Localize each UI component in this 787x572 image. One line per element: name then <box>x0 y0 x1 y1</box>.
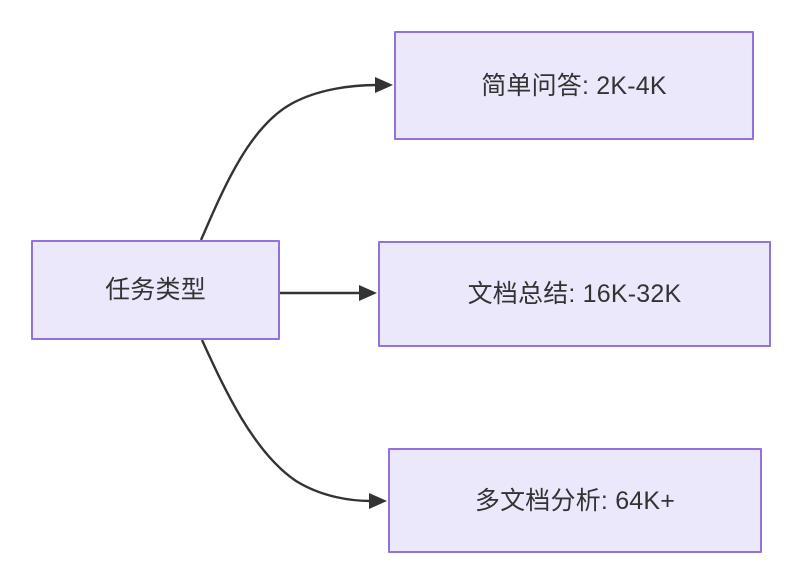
edge-root-to-multi-doc <box>200 339 387 509</box>
arrow-head-icon <box>359 285 377 301</box>
node-multi-doc[interactable]: 多文档分析: 64K+ <box>388 448 762 553</box>
node-doc-summary[interactable]: 文档总结: 16K-32K <box>378 241 771 347</box>
node-task-type[interactable]: 任务类型 <box>31 240 280 340</box>
edge-root-to-multi-doc-path <box>200 339 372 503</box>
node-multi-doc-label: 多文档分析: 64K+ <box>474 486 676 515</box>
edge-root-to-simple-qa <box>199 77 393 241</box>
node-simple-qa[interactable]: 简单问答: 2K-4K <box>394 31 754 140</box>
edge-root-to-simple-qa-path <box>199 83 378 241</box>
node-simple-qa-label: 简单问答: 2K-4K <box>481 71 667 100</box>
node-doc-summary-label: 文档总结: 16K-32K <box>467 280 682 308</box>
edge-root-to-doc-summary <box>280 285 377 301</box>
node-task-type-label: 任务类型 <box>105 276 206 304</box>
arrow-head-icon <box>375 77 393 93</box>
arrow-head-icon <box>369 493 387 509</box>
